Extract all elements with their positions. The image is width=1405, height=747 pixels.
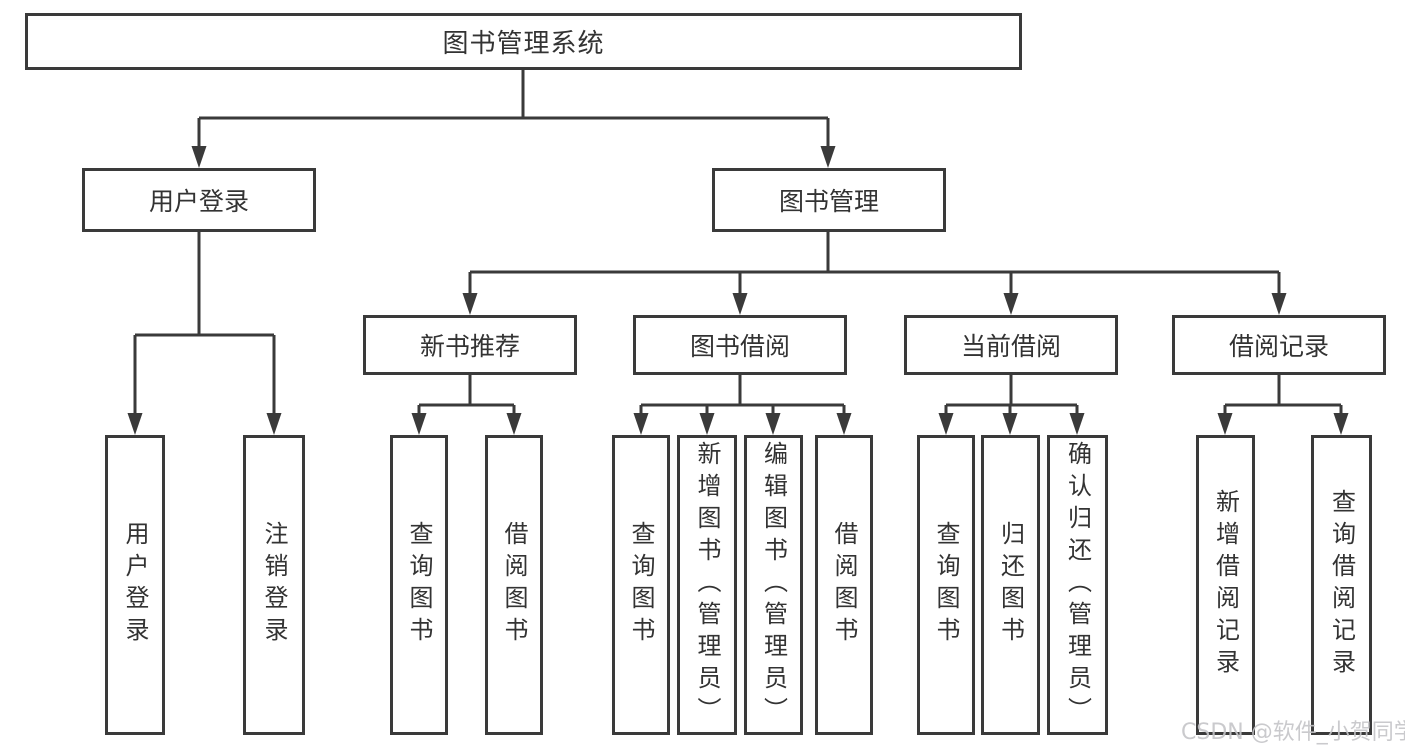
- node-label: 当前借阅: [960, 332, 1061, 361]
- node-label: 用户登录: [148, 187, 249, 216]
- node-current-borrowing: 当前借阅: [904, 315, 1118, 375]
- node-label: 借阅记录: [1228, 332, 1329, 361]
- node-label: 查询借阅记录: [1327, 489, 1356, 681]
- node-user-login: 用户登录: [82, 168, 316, 232]
- watermark: CSDN @软件_小贺同学: [1181, 720, 1405, 745]
- leaf-return-books: 归还图书: [981, 435, 1040, 735]
- leaf-borrow-books-recommend: 借阅图书: [485, 435, 543, 735]
- leaf-query-books-borrow: 查询图书: [612, 435, 670, 735]
- node-new-book-recommendation: 新书推荐: [363, 315, 577, 375]
- arrowheads: [127, 146, 1349, 435]
- node-book-management: 图书管理: [712, 168, 946, 232]
- leaf-query-books-current: 查询图书: [917, 435, 975, 735]
- node-label: 用户登录: [121, 521, 149, 649]
- node-label: 图书管理系统: [442, 29, 605, 59]
- node-label: 图书管理: [778, 187, 879, 216]
- node-library-system: 图书管理系统: [25, 13, 1022, 70]
- node-book-borrowing: 图书借阅: [633, 315, 847, 375]
- node-label: 编辑图书（管理员）: [759, 441, 788, 729]
- leaf-user-login: 用户登录: [105, 435, 165, 735]
- leaf-edit-books-admin: 编辑图书（管理员）: [744, 435, 803, 735]
- node-label: 查询图书: [405, 521, 433, 649]
- leaf-borrow-books: 借阅图书: [815, 435, 873, 735]
- leaf-confirm-return-admin: 确认归还（管理员）: [1047, 435, 1108, 735]
- node-label: 归还图书: [996, 521, 1025, 649]
- leaf-add-books-admin: 新增图书（管理员）: [677, 435, 737, 735]
- node-label: 查询图书: [627, 521, 655, 649]
- node-label: 确认归还（管理员）: [1063, 441, 1092, 729]
- leaf-query-borrow-record: 查询借阅记录: [1311, 435, 1372, 735]
- node-label: 新增图书（管理员）: [693, 441, 721, 729]
- leaf-add-borrow-record: 新增借阅记录: [1196, 435, 1255, 735]
- node-label: 图书借阅: [689, 332, 790, 361]
- node-label: 注销登录: [260, 521, 288, 649]
- node-label: 借阅图书: [830, 521, 858, 649]
- node-label: 查询图书: [932, 521, 960, 649]
- node-label: 新增借阅记录: [1211, 489, 1240, 681]
- leaf-logout: 注销登录: [243, 435, 305, 735]
- node-label: 新书推荐: [419, 332, 520, 361]
- node-borrowing-records: 借阅记录: [1172, 315, 1386, 375]
- node-label: 借阅图书: [500, 521, 528, 649]
- leaf-query-books-recommend: 查询图书: [390, 435, 448, 735]
